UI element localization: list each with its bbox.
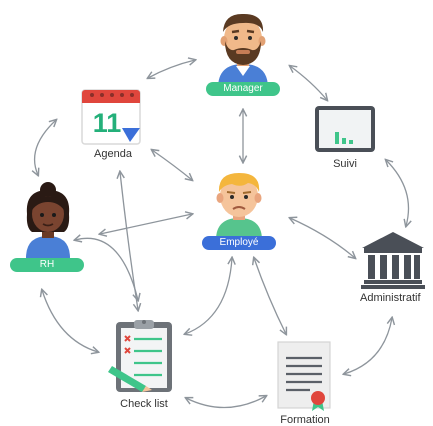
arrow-agenda-rh [35, 120, 56, 175]
agenda-label: Agenda [94, 148, 132, 160]
arrow-suivi-administratif [386, 160, 409, 226]
monitor-chart-icon [315, 106, 375, 152]
clipboard-checklist-icon [108, 320, 172, 392]
worried-employee-avatar-icon [216, 173, 262, 240]
woman-avatar-icon [26, 182, 70, 258]
agenda-day-number: 11 [93, 108, 122, 138]
bearded-man-avatar-icon [218, 13, 268, 88]
arrow-checklist-rh [75, 238, 138, 300]
checklist-label: Check list [120, 398, 168, 410]
node-agenda: 11 Agenda [78, 86, 148, 164]
arrow-agenda-employe [152, 150, 192, 180]
suivi-label: Suivi [333, 158, 357, 170]
employe-label: Employé [219, 237, 259, 248]
arrow-employe-formation [254, 258, 286, 334]
employe-label-pill: Employé [202, 236, 276, 250]
node-rh: RH [8, 180, 88, 272]
node-manager: Manager [198, 8, 288, 100]
node-employe: Employé [196, 166, 282, 256]
administratif-label: Administratif [360, 292, 421, 304]
arrow-formation-administratif [344, 318, 392, 374]
bank-building-icon [361, 232, 425, 289]
arrow-rh-checklist [42, 290, 98, 352]
arrow-rh-employe [100, 214, 192, 234]
rh-label: RH [39, 259, 55, 270]
arrow-employe-checklist [185, 258, 232, 334]
manager-label-pill: Manager [206, 82, 280, 96]
node-suivi: Suivi [312, 104, 378, 172]
arrow-checklist-formation [186, 396, 266, 409]
certificate-icon [277, 341, 331, 411]
node-checklist: Check list [102, 318, 186, 414]
manager-label: Manager [223, 83, 263, 94]
formation-label: Formation [280, 414, 330, 426]
arrow-agenda-manager [148, 60, 195, 78]
rh-label-pill: RH [10, 258, 84, 272]
calendar-icon: 11 [81, 89, 141, 145]
node-administratif: Administratif [358, 230, 433, 310]
node-formation: Formation [270, 338, 340, 426]
arrow-employe-administratif [290, 218, 355, 258]
arrow-manager-suivi [290, 66, 327, 100]
